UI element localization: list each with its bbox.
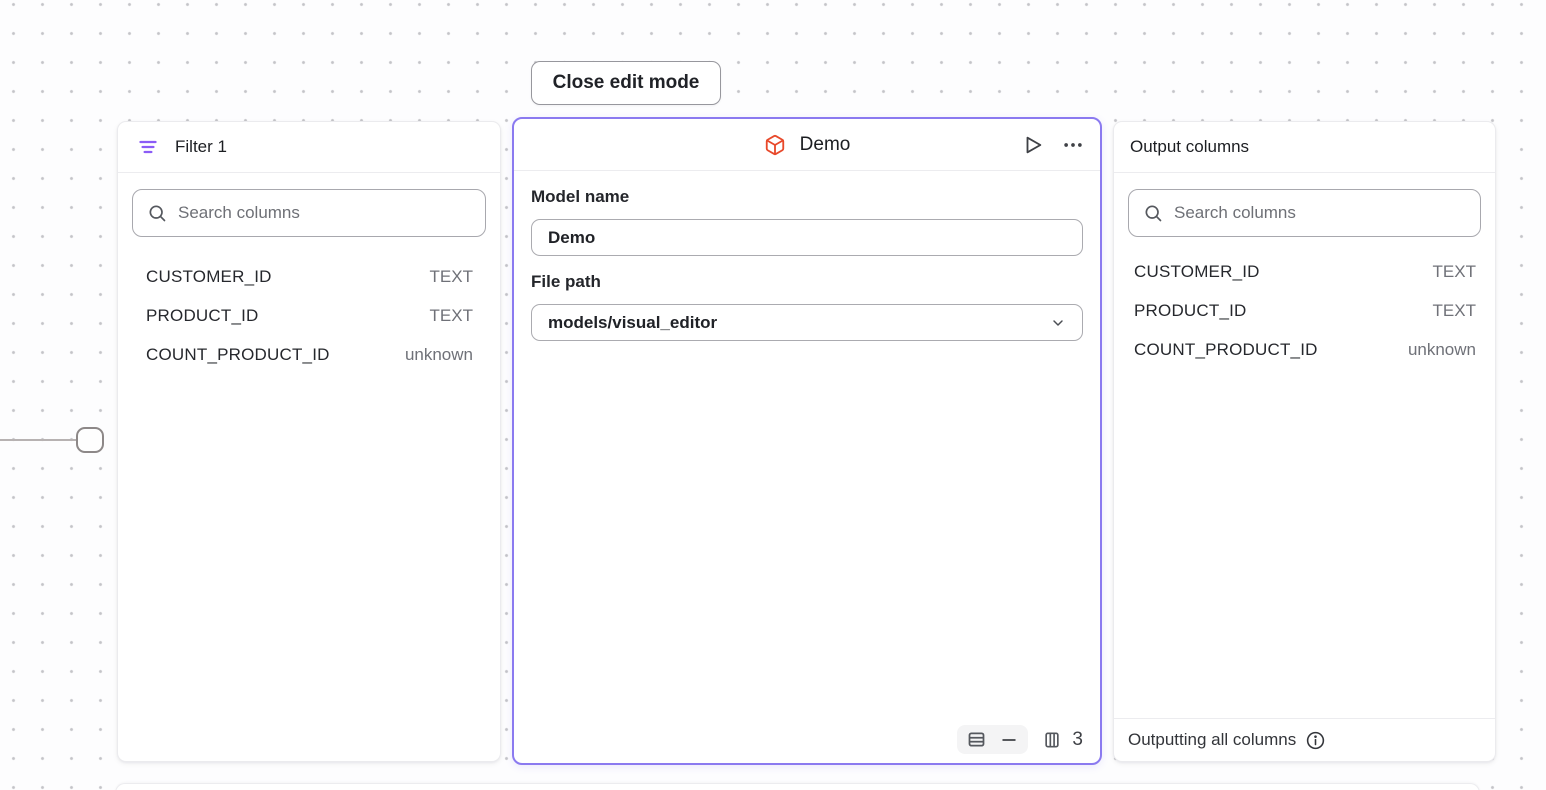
column-name: COUNT_PRODUCT_ID: [1134, 339, 1318, 359]
column-type: unknown: [404, 344, 473, 364]
column-type: TEXT: [1432, 300, 1476, 320]
column-row[interactable]: CUSTOMER_ID TEXT: [1114, 252, 1495, 291]
output-search-box: [1128, 189, 1481, 237]
file-path-select[interactable]: models/visual_editor: [531, 304, 1083, 341]
filter-search-input[interactable]: [178, 203, 471, 223]
column-name: CUSTOMER_ID: [146, 266, 272, 286]
filter-panel-title: Filter 1: [175, 137, 227, 156]
output-footer: Outputting all columns: [1114, 718, 1495, 761]
more-options-button[interactable]: [1062, 134, 1084, 156]
model-name-label: Model name: [531, 187, 630, 206]
model-node-panel: Demo Model name File path models/visual_…: [512, 117, 1102, 765]
search-icon: [147, 203, 167, 223]
column-type: TEXT: [429, 266, 473, 286]
preview-toggle-group: [957, 725, 1029, 754]
output-panel-header: Output columns: [1114, 122, 1495, 173]
model-cube-icon: [764, 134, 786, 156]
model-node-header[interactable]: Demo: [514, 119, 1100, 171]
column-count: 3: [1072, 728, 1083, 750]
rows-view-icon[interactable]: [966, 729, 987, 750]
filter-search-box: [132, 189, 486, 237]
file-path-label: File path: [531, 272, 601, 291]
collapse-minus-icon[interactable]: [999, 730, 1019, 750]
columns-icon: [1042, 730, 1062, 750]
output-search-input[interactable]: [1174, 203, 1466, 223]
model-name-input[interactable]: [531, 219, 1083, 256]
chevron-down-icon: [1050, 315, 1066, 331]
column-type: TEXT: [1432, 261, 1476, 281]
column-row[interactable]: CUSTOMER_ID TEXT: [118, 257, 500, 296]
bottom-partial-panel: [115, 783, 1480, 790]
search-icon: [1143, 203, 1163, 223]
column-type: unknown: [1407, 339, 1476, 359]
close-edit-mode-button[interactable]: Close edit mode: [531, 61, 721, 105]
filter-column-list: CUSTOMER_ID TEXT PRODUCT_ID TEXT COUNT_P…: [118, 257, 500, 374]
column-row[interactable]: PRODUCT_ID TEXT: [118, 296, 500, 335]
filter-icon: [138, 137, 158, 157]
edge-connector-line: [0, 439, 77, 441]
filter-node-header[interactable]: Filter 1: [118, 122, 500, 173]
output-column-list: CUSTOMER_ID TEXT PRODUCT_ID TEXT COUNT_P…: [1114, 252, 1495, 369]
column-row[interactable]: PRODUCT_ID TEXT: [1114, 291, 1495, 330]
column-name: COUNT_PRODUCT_ID: [146, 344, 330, 364]
output-columns-panel: Output columns CUSTOMER_ID TEXT PRODUCT_…: [1113, 121, 1496, 762]
file-path-value: models/visual_editor: [548, 312, 718, 332]
model-footer-controls: 3: [957, 725, 1083, 754]
filter-node-panel: Filter 1 CUSTOMER_ID TEXT PRODUCT_ID TEX…: [117, 121, 501, 762]
column-count-group[interactable]: 3: [1042, 729, 1083, 751]
output-panel-title: Output columns: [1130, 137, 1250, 156]
column-name: PRODUCT_ID: [1134, 300, 1247, 320]
info-icon[interactable]: [1305, 730, 1326, 751]
column-name: PRODUCT_ID: [146, 305, 259, 325]
run-model-button[interactable]: [1022, 134, 1044, 156]
edge-connector-handle[interactable]: [76, 427, 104, 453]
column-row[interactable]: COUNT_PRODUCT_ID unknown: [118, 335, 500, 374]
column-type: TEXT: [429, 305, 473, 325]
column-name: CUSTOMER_ID: [1134, 261, 1260, 281]
output-footer-text: Outputting all columns: [1128, 730, 1297, 749]
column-row[interactable]: COUNT_PRODUCT_ID unknown: [1114, 330, 1495, 369]
model-panel-title: Demo: [799, 133, 851, 155]
